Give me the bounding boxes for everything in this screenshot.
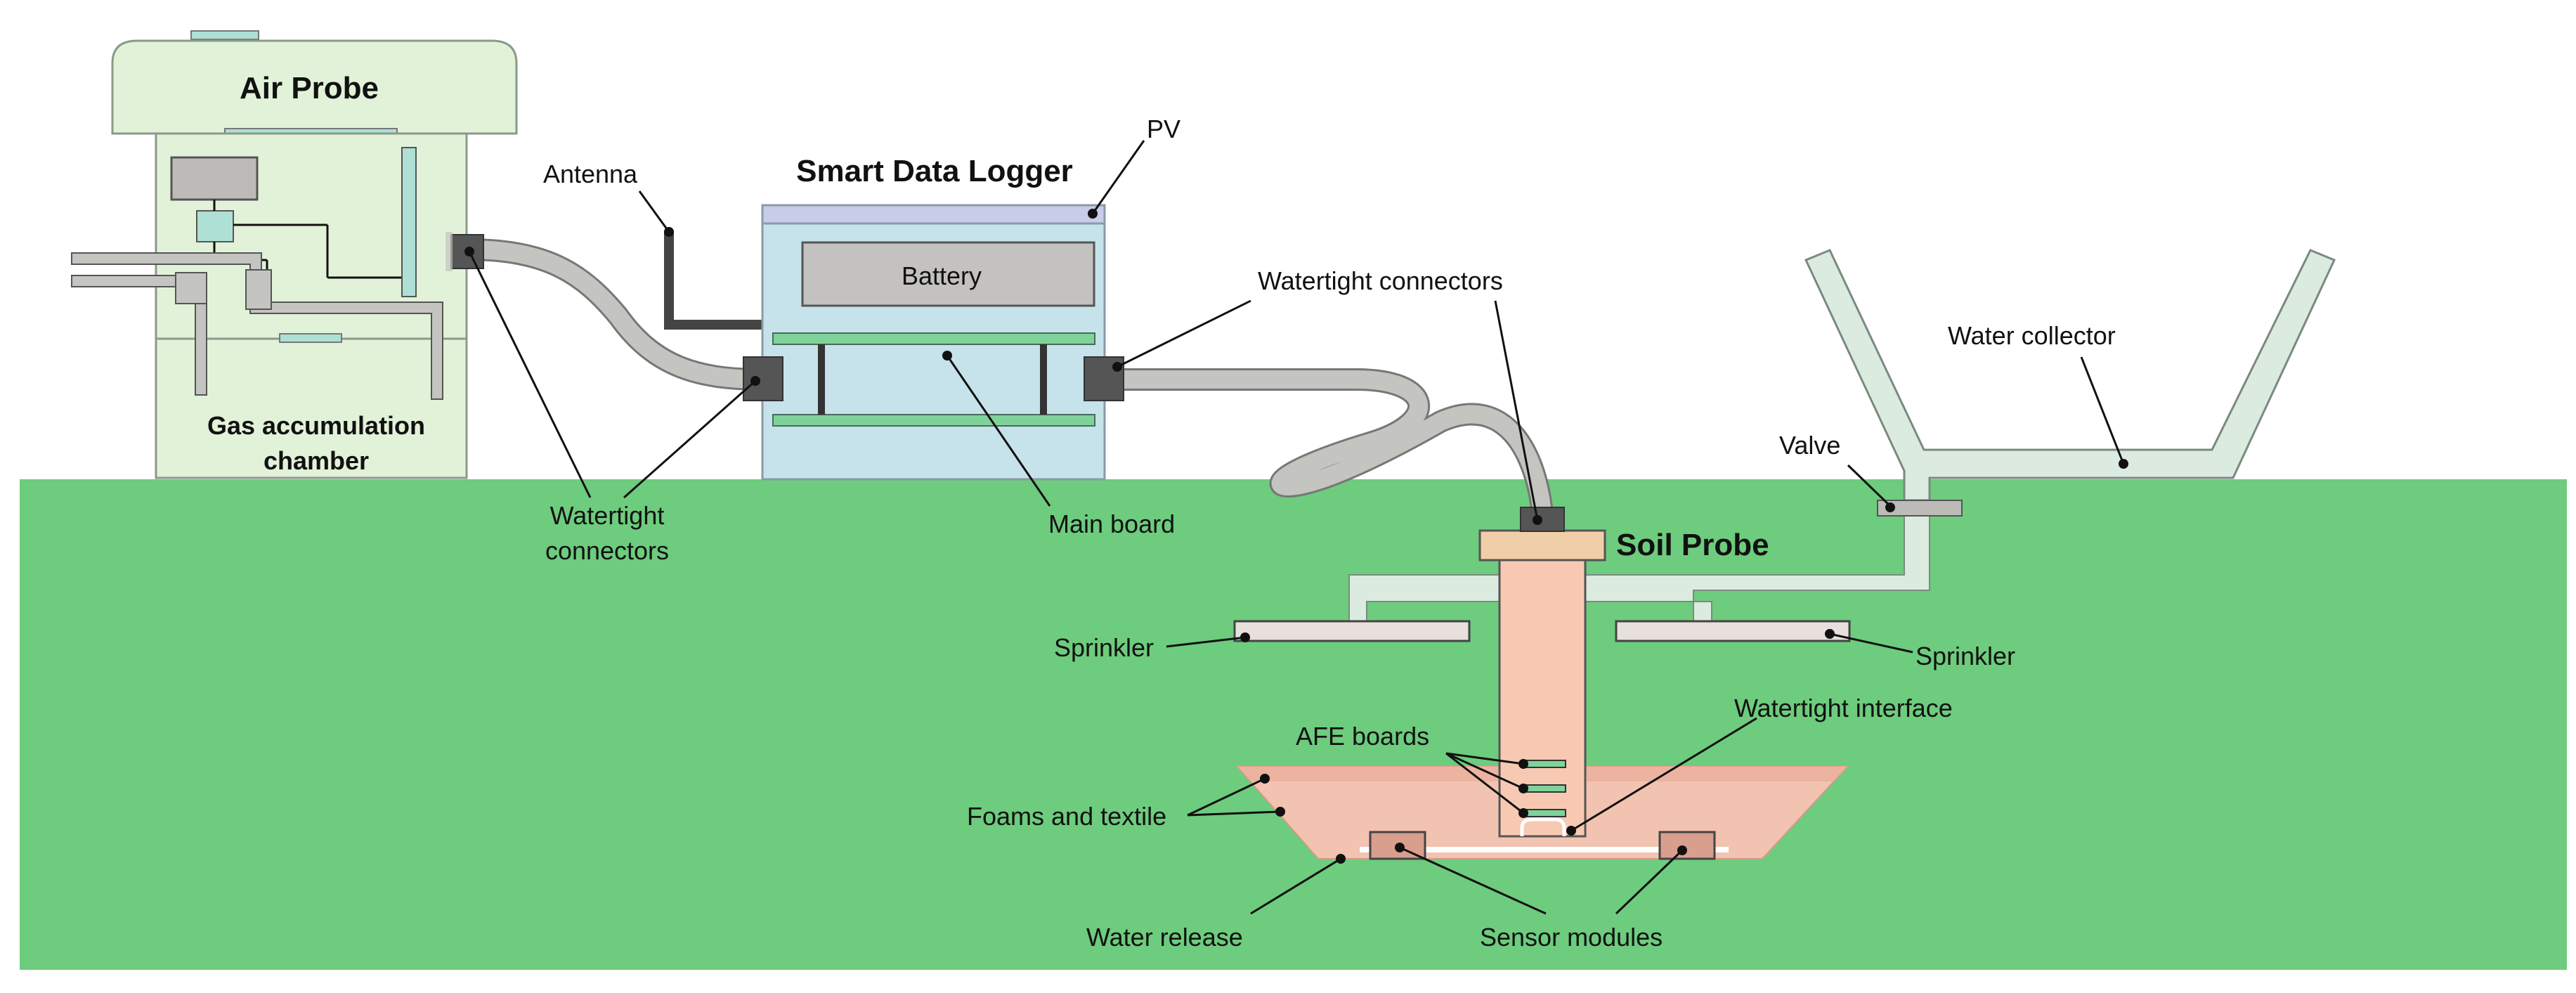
pv-label: PV <box>1147 115 1180 143</box>
watertight-connectors-left-line2: connectors <box>545 536 669 565</box>
afe-boards-label: AFE boards <box>1296 722 1429 751</box>
valve <box>1877 500 1963 517</box>
air-probe-small-module <box>196 210 234 242</box>
gas-chamber-label-line1: Gas accumulation <box>207 411 425 440</box>
cables <box>456 238 1554 524</box>
air-probe-head <box>111 39 518 135</box>
battery-label: Battery <box>902 261 982 290</box>
water-release-label: Water release <box>1086 923 1243 952</box>
battery <box>801 241 1095 307</box>
afe-board-1 <box>1521 760 1566 768</box>
logger-right-connector <box>1084 356 1124 401</box>
air-probe-vertical-board <box>401 147 417 297</box>
sprinkler-right-label: Sprinkler <box>1915 642 2015 670</box>
soil-probe-body <box>1498 557 1587 838</box>
afe-board-3 <box>1521 809 1566 817</box>
antenna <box>664 232 783 330</box>
sprinkler-left <box>1233 620 1471 642</box>
foams-and-textile-label: Foams and textile <box>967 802 1166 831</box>
air-probe-top-handle <box>190 30 259 40</box>
air-probe-lower-slot <box>279 333 342 343</box>
watertight-interface-label: Watertight interface <box>1734 694 1953 722</box>
watertight-connectors-right-label: Watertight connectors <box>1258 266 1503 295</box>
soil-probe-title: Soil Probe <box>1616 528 1769 562</box>
gas-chamber-label-line2: chamber <box>264 446 369 475</box>
sprinkler-left-label: Sprinkler <box>1054 633 1154 662</box>
air-probe-sensor-box <box>170 156 259 201</box>
sprinkler-right <box>1615 620 1851 642</box>
sensor-modules-label: Sensor modules <box>1480 923 1663 952</box>
water-release-line <box>1360 847 1729 852</box>
main-board-label: Main board <box>1048 510 1175 538</box>
water-collector-label: Water collector <box>1948 321 2116 350</box>
valve-label: Valve <box>1779 431 1840 460</box>
air-probe-title: Air Probe <box>240 71 379 105</box>
main-board-top-rail <box>772 332 1095 345</box>
watertight-connectors-left-line1: Watertight <box>550 501 665 530</box>
soil-probe: Soil Probe <box>1478 507 1769 838</box>
ground <box>20 479 2567 970</box>
smart-data-logger-title: Smart Data Logger <box>796 154 1073 188</box>
air-probe-inlet-tubes <box>71 252 443 400</box>
main-board-bottom-rail <box>772 414 1095 427</box>
smart-data-logger: Battery Smart Data Logger <box>743 154 1124 481</box>
watertight-interface <box>1520 817 1566 836</box>
pv-panel <box>761 204 1106 225</box>
soil-probe-cap <box>1478 529 1606 562</box>
afe-board-2 <box>1521 784 1566 793</box>
logger-left-connector <box>743 356 783 401</box>
irrigation-pipes <box>1348 500 1930 622</box>
water-collector <box>1804 249 2336 502</box>
soil-probe-watertight-connector <box>1520 507 1565 532</box>
leader-lines <box>464 140 2128 915</box>
antenna-label: Antenna <box>543 160 638 188</box>
sensor-module-right <box>1658 831 1716 860</box>
air-probe: Air Probe Gas accumulation chamber <box>71 30 518 479</box>
